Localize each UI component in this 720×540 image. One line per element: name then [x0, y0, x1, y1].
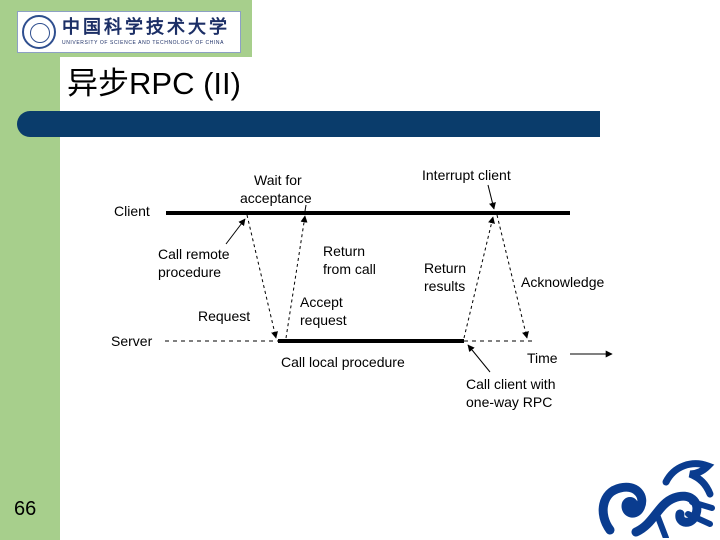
wait-for-label: Wait for [254, 172, 302, 188]
call-remote-label: Call remote [158, 246, 230, 262]
from-call-label: from call [323, 261, 376, 277]
interrupt-client-pointer [487, 184, 496, 210]
procedure-label: procedure [158, 264, 221, 280]
logo-text-block: 中国科学技术大学 UNIVERSITY OF SCIENCE AND TECHN… [62, 16, 230, 47]
interrupt-client-label: Interrupt client [422, 167, 511, 183]
acknowledge-label: Acknowledge [521, 274, 604, 290]
slide-title: 异步RPC (II) [67, 66, 241, 101]
acceptance-arrow [285, 215, 308, 339]
university-seal-icon [22, 15, 56, 49]
accept-label: Accept [300, 294, 343, 310]
dragon-crest-icon [598, 460, 715, 538]
logo-name-cn: 中国科学技术大学 [62, 16, 230, 38]
client-lane-label: Client [114, 203, 150, 219]
one-way-rpc-label: one-way RPC [466, 394, 552, 410]
title-underline-bar [17, 111, 600, 137]
server-lane-label: Server [111, 333, 153, 349]
page-number: 66 [14, 498, 37, 520]
call-remote-pointer [225, 218, 246, 245]
university-logo: 中国科学技术大学 UNIVERSITY OF SCIENCE AND TECHN… [17, 11, 241, 53]
call-client-with-label: Call client with [466, 376, 555, 392]
return-results-label: Return [424, 260, 466, 276]
call-client-pointer [467, 344, 491, 373]
call-local-procedure-label: Call local procedure [281, 354, 405, 370]
request-arrow [246, 214, 278, 339]
left-sidebar-band [0, 0, 60, 540]
results-label: results [424, 278, 465, 294]
return-results-arrow [463, 216, 495, 339]
return-label: Return [323, 243, 365, 259]
time-label: Time [527, 350, 558, 366]
acceptance-label: acceptance [240, 190, 312, 206]
accept-request-label: request [300, 312, 347, 328]
logo-name-en: UNIVERSITY OF SCIENCE AND TECHNOLOGY OF … [62, 39, 225, 46]
wait-for-pointer [304, 204, 307, 212]
request-label: Request [198, 308, 250, 324]
